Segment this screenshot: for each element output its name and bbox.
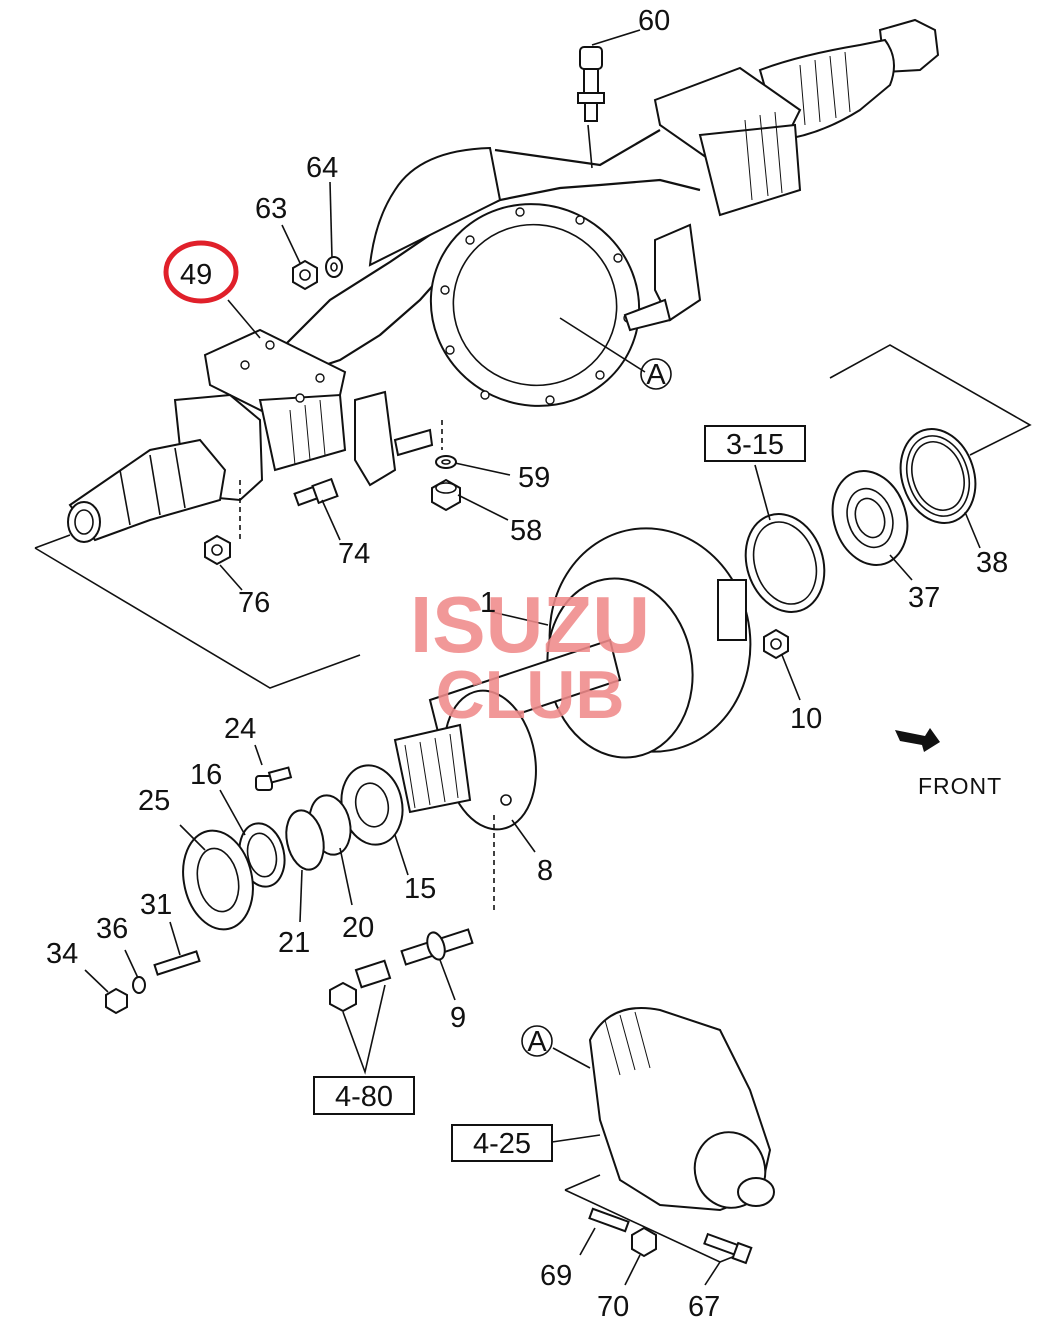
bolt-74 bbox=[293, 477, 339, 507]
watermark-club: CLUB bbox=[436, 657, 625, 733]
nut-70 bbox=[631, 1226, 657, 1258]
callout-37: 37 bbox=[908, 582, 940, 614]
callout-15: 15 bbox=[404, 873, 436, 905]
plate-21 bbox=[285, 809, 325, 871]
callout-box-4-25 bbox=[451, 1124, 553, 1162]
callout-64: 64 bbox=[306, 152, 338, 184]
highlight-circle bbox=[163, 240, 239, 304]
watermark-isuzu: ISUZU bbox=[410, 580, 650, 669]
callout-16: 16 bbox=[190, 759, 222, 791]
seal-38 bbox=[899, 428, 977, 524]
washer-64 bbox=[325, 256, 343, 278]
callout-a-1: A bbox=[646, 359, 666, 391]
callout-a-2: A bbox=[527, 1026, 547, 1058]
banjo-bolt-holes bbox=[440, 207, 633, 405]
callout-box-4-80 bbox=[313, 1076, 415, 1115]
brake-drum-1 bbox=[546, 527, 752, 759]
callout-3-15: 3-15 bbox=[726, 429, 784, 461]
nut-63 bbox=[292, 259, 318, 291]
bolt-60 bbox=[577, 46, 605, 122]
bearing-15 bbox=[340, 764, 404, 846]
callout-70: 70 bbox=[597, 1291, 629, 1323]
callout-31: 31 bbox=[140, 889, 172, 921]
callout-38: 38 bbox=[976, 547, 1008, 579]
front-label: FRONT bbox=[918, 773, 1002, 799]
nut-4-80 bbox=[329, 959, 392, 1013]
differential-carrier bbox=[588, 1007, 775, 1212]
callout-a-circle-1 bbox=[640, 358, 672, 390]
axle-housing bbox=[67, 18, 940, 543]
nut-10 bbox=[763, 628, 789, 660]
assembly-outline-left bbox=[34, 534, 361, 689]
nut-76 bbox=[204, 534, 231, 566]
callout-24: 24 bbox=[224, 713, 256, 745]
callout-58: 58 bbox=[510, 515, 542, 547]
hub-flange-8 bbox=[393, 689, 537, 831]
callout-8: 8 bbox=[537, 855, 553, 887]
callout-63: 63 bbox=[255, 193, 287, 225]
callout-60: 60 bbox=[638, 5, 670, 37]
leader-lines bbox=[84, 29, 981, 1286]
bearing-37 bbox=[831, 470, 909, 566]
callout-74: 74 bbox=[338, 538, 370, 570]
washer-59 bbox=[435, 455, 457, 469]
callout-4-25: 4-25 bbox=[473, 1128, 531, 1160]
stud-69 bbox=[588, 1207, 630, 1233]
stud-9 bbox=[400, 928, 474, 966]
stud-31 bbox=[153, 950, 201, 976]
washer-36 bbox=[132, 976, 146, 994]
nut-34 bbox=[105, 987, 128, 1015]
callout-a-circle-2 bbox=[521, 1025, 553, 1057]
assembly-outline-right bbox=[829, 344, 1032, 456]
seal-3-15 bbox=[744, 513, 826, 613]
gasket-25 bbox=[182, 829, 254, 931]
callout-67: 67 bbox=[688, 1291, 720, 1323]
callout-25: 25 bbox=[138, 785, 170, 817]
callout-20: 20 bbox=[342, 912, 374, 944]
callout-76: 76 bbox=[238, 587, 270, 619]
callout-4-80: 4-80 bbox=[335, 1081, 393, 1113]
callout-34: 34 bbox=[46, 938, 78, 970]
callout-36: 36 bbox=[96, 913, 128, 945]
callout-21: 21 bbox=[278, 927, 310, 959]
callout-box-3-15 bbox=[704, 425, 806, 462]
nut-58 bbox=[431, 478, 461, 512]
callout-59: 59 bbox=[518, 462, 550, 494]
callout-1: 1 bbox=[480, 587, 496, 619]
bolt-67 bbox=[703, 1232, 753, 1265]
callout-69: 69 bbox=[540, 1260, 572, 1292]
callout-10: 10 bbox=[790, 703, 822, 735]
callout-9: 9 bbox=[450, 1002, 466, 1034]
bolt-24 bbox=[255, 766, 293, 791]
callout-49: 49 bbox=[180, 259, 212, 291]
front-arrow-icon bbox=[895, 728, 940, 752]
